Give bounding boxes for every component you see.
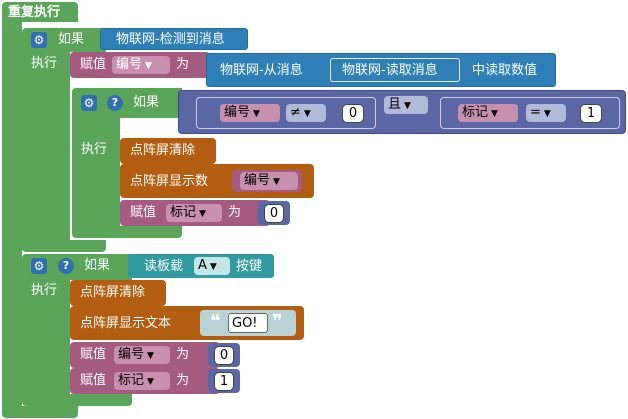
quote-close-icon: ❞	[272, 311, 283, 332]
text-input[interactable]	[228, 313, 268, 333]
assign-number-to-label-2: 为	[176, 347, 190, 362]
logic-operator-dropdown[interactable]: 且▼	[384, 96, 428, 114]
text-value: GO!	[232, 316, 258, 331]
nested-if-do-label: 执行	[81, 142, 108, 157]
repeat-block[interactable]	[2, 2, 78, 22]
repeat-spine	[2, 20, 22, 412]
if2-spine	[22, 278, 70, 398]
operator-dropdown-right[interactable]: =▼	[526, 104, 566, 122]
if2-if-label: 如果	[84, 258, 111, 273]
var-dropdown-number[interactable]: 编号▼	[112, 56, 170, 74]
operator-dropdown-left[interactable]: ≠▼	[286, 104, 326, 122]
nested-if-if-label: 如果	[133, 95, 160, 110]
if1-if-label: 如果	[58, 32, 85, 47]
number-input-flag-2[interactable]: 1	[214, 372, 234, 391]
if2-bottom	[22, 394, 132, 406]
repeat-label: 重复执行	[8, 5, 61, 20]
key-label: 按键	[236, 259, 263, 274]
button-dropdown[interactable]: A▼	[194, 257, 230, 275]
if2-do-label: 执行	[31, 283, 58, 298]
matrix-show-number-label: 点阵屏显示数	[130, 174, 209, 189]
var-dropdown-number-2[interactable]: 编号▼	[114, 346, 170, 364]
iot-read-value-start: 物联网-从消息	[220, 63, 303, 78]
iot-detect-message-block[interactable]	[100, 28, 248, 50]
assign-flag-to-label-2: 为	[176, 373, 190, 388]
read-board-label: 读板载	[144, 259, 184, 274]
assign-to-label: 为	[176, 57, 190, 72]
nested-if-bottom	[72, 226, 182, 238]
matrix-clear-block[interactable]	[120, 138, 216, 164]
matrix-clear-block-2[interactable]	[70, 280, 166, 306]
gear-icon[interactable]: ⚙	[31, 258, 47, 274]
var-dropdown-flag-2[interactable]: 标记▼	[114, 372, 170, 390]
gear-icon[interactable]: ⚙	[81, 95, 97, 111]
number-input-right[interactable]: 1	[580, 104, 602, 123]
iot-read-message-label: 物联网-读取消息	[342, 63, 438, 78]
var-dropdown-left[interactable]: 编号▼	[220, 104, 280, 122]
matrix-clear-label: 点阵屏清除	[130, 143, 196, 158]
number-input-number-2[interactable]: 0	[214, 346, 234, 365]
iot-read-value-end: 中读取数值	[472, 63, 538, 78]
help-icon[interactable]: ?	[107, 95, 123, 111]
if1-do-label: 执行	[31, 56, 58, 71]
number-input-left[interactable]: 0	[342, 104, 364, 123]
assign-label: 赋值	[80, 57, 107, 72]
assign-flag-label-2: 赋值	[80, 373, 107, 388]
nested-if-spine	[72, 116, 120, 234]
gear-icon[interactable]: ⚙	[31, 32, 47, 48]
matrix-show-text-label: 点阵屏显示文本	[80, 316, 172, 331]
var-dropdown-show[interactable]: 编号▼	[240, 172, 298, 190]
if1-spine	[22, 50, 70, 250]
if1-bottom	[22, 240, 106, 252]
assign-number-label-2: 赋值	[80, 347, 107, 362]
var-dropdown-right[interactable]: 标记▼	[458, 104, 518, 122]
assign-flag-to-label: 为	[228, 205, 242, 220]
number-input-flag[interactable]: 0	[264, 204, 284, 223]
help-icon[interactable]: ?	[58, 258, 74, 274]
iot-detect-message-label: 物联网-检测到消息	[116, 32, 225, 47]
matrix-clear-label-2: 点阵屏清除	[80, 285, 146, 300]
assign-flag-label: 赋值	[130, 205, 157, 220]
repeat-bottom	[2, 406, 78, 418]
var-dropdown-flag[interactable]: 标记▼	[166, 204, 222, 222]
iot-read-message-block[interactable]	[330, 58, 460, 82]
quote-open-icon: ❝	[210, 311, 221, 332]
